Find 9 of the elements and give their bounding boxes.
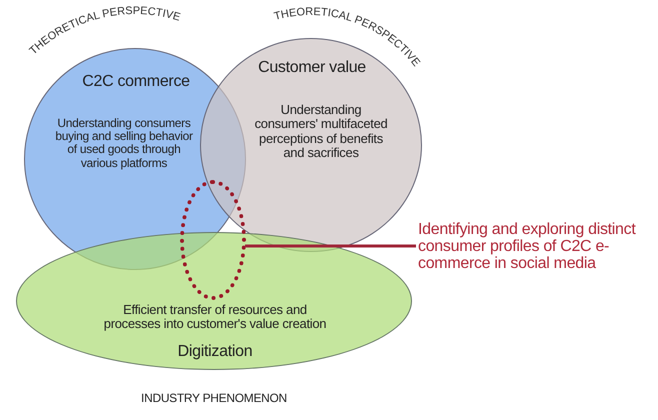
- heading: C2C commerce: [81, 73, 191, 91]
- caption-label: INDUSTRY PHENOMENON: [140, 392, 288, 406]
- description: Efficient transfer of resources and processes into customer's value creation: [102, 303, 328, 332]
- description: Understanding consumers' multifaceted perceptions of benefits and sacrifices: [254, 103, 388, 160]
- leader-line: [245, 244, 416, 248]
- heading: Digitization: [176, 343, 254, 361]
- dotted-circle: [180, 180, 246, 300]
- description: Understanding consumers buying and selling behavior of used goods through various platforms: [54, 117, 194, 170]
- callout-text: Identifying and exploring distinct consumer profiles of C2C e-commerce in social media: [418, 222, 637, 272]
